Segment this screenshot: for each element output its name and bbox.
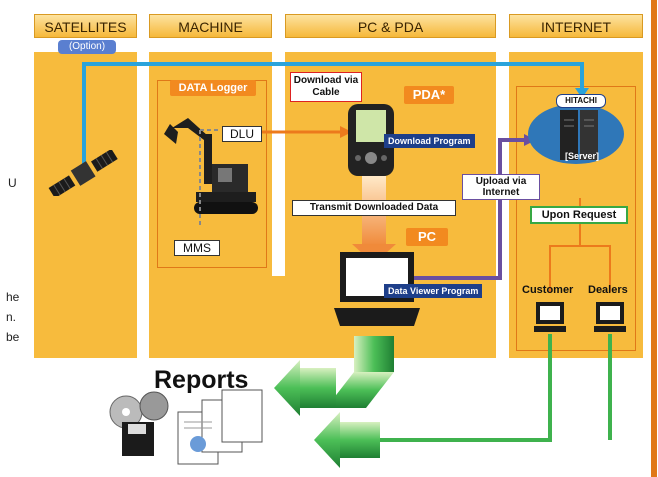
side-text-be: be — [6, 330, 20, 344]
upload-via-internet-label: Upload via Internet — [462, 174, 540, 200]
side-text-u: U — [8, 176, 17, 190]
transmit-label: Transmit Downloaded Data — [292, 200, 456, 216]
satellite-link-line — [82, 62, 584, 178]
customer-computer-icon — [534, 302, 566, 332]
header-internet: INTERNET — [509, 14, 643, 38]
pda-device-icon — [348, 104, 394, 176]
report-pipe-arrows — [274, 336, 394, 468]
pda-label: PDA* — [404, 86, 454, 104]
data-logger-label: DATA Logger — [170, 80, 256, 96]
reports-title: Reports — [154, 366, 249, 394]
side-text-n: n. — [6, 310, 17, 324]
reports-media-icon — [109, 389, 263, 465]
internet-inner-frame — [516, 86, 636, 351]
dealers-computer-icon — [594, 302, 626, 332]
data-viewer-program-label: Data Viewer Program — [384, 284, 483, 298]
right-divider — [651, 0, 657, 477]
option-badge: (Option) — [58, 40, 116, 54]
excavator-icon — [164, 118, 258, 228]
side-text-he: he — [6, 290, 20, 304]
download-cable-arrowhead — [340, 126, 352, 138]
server-icon — [528, 104, 624, 164]
report-line-customer — [356, 334, 552, 442]
header-machine: MACHINE — [149, 14, 272, 38]
upload-internet-line — [408, 138, 528, 280]
mms-label: MMS — [174, 240, 220, 256]
download-program-label: Download Program — [384, 134, 475, 148]
header-satellites: SATELLITES — [34, 14, 137, 38]
request-tree-lines — [549, 198, 611, 292]
pc-label: PC — [406, 228, 448, 246]
header-pc-pda: PC & PDA — [285, 14, 496, 38]
server-label: [Server] — [564, 151, 600, 161]
dealers-label: Dealers — [588, 284, 628, 296]
customer-label: Customer — [522, 284, 574, 296]
satellite-icon — [48, 150, 118, 196]
download-via-cable-label: Download via Cable — [290, 72, 362, 102]
satellite-link-arrowhead — [575, 88, 589, 98]
hitachi-badge: HITACHI — [556, 94, 606, 108]
dlu-label: DLU — [222, 126, 262, 142]
upon-request-label: Upon Request — [530, 206, 628, 224]
